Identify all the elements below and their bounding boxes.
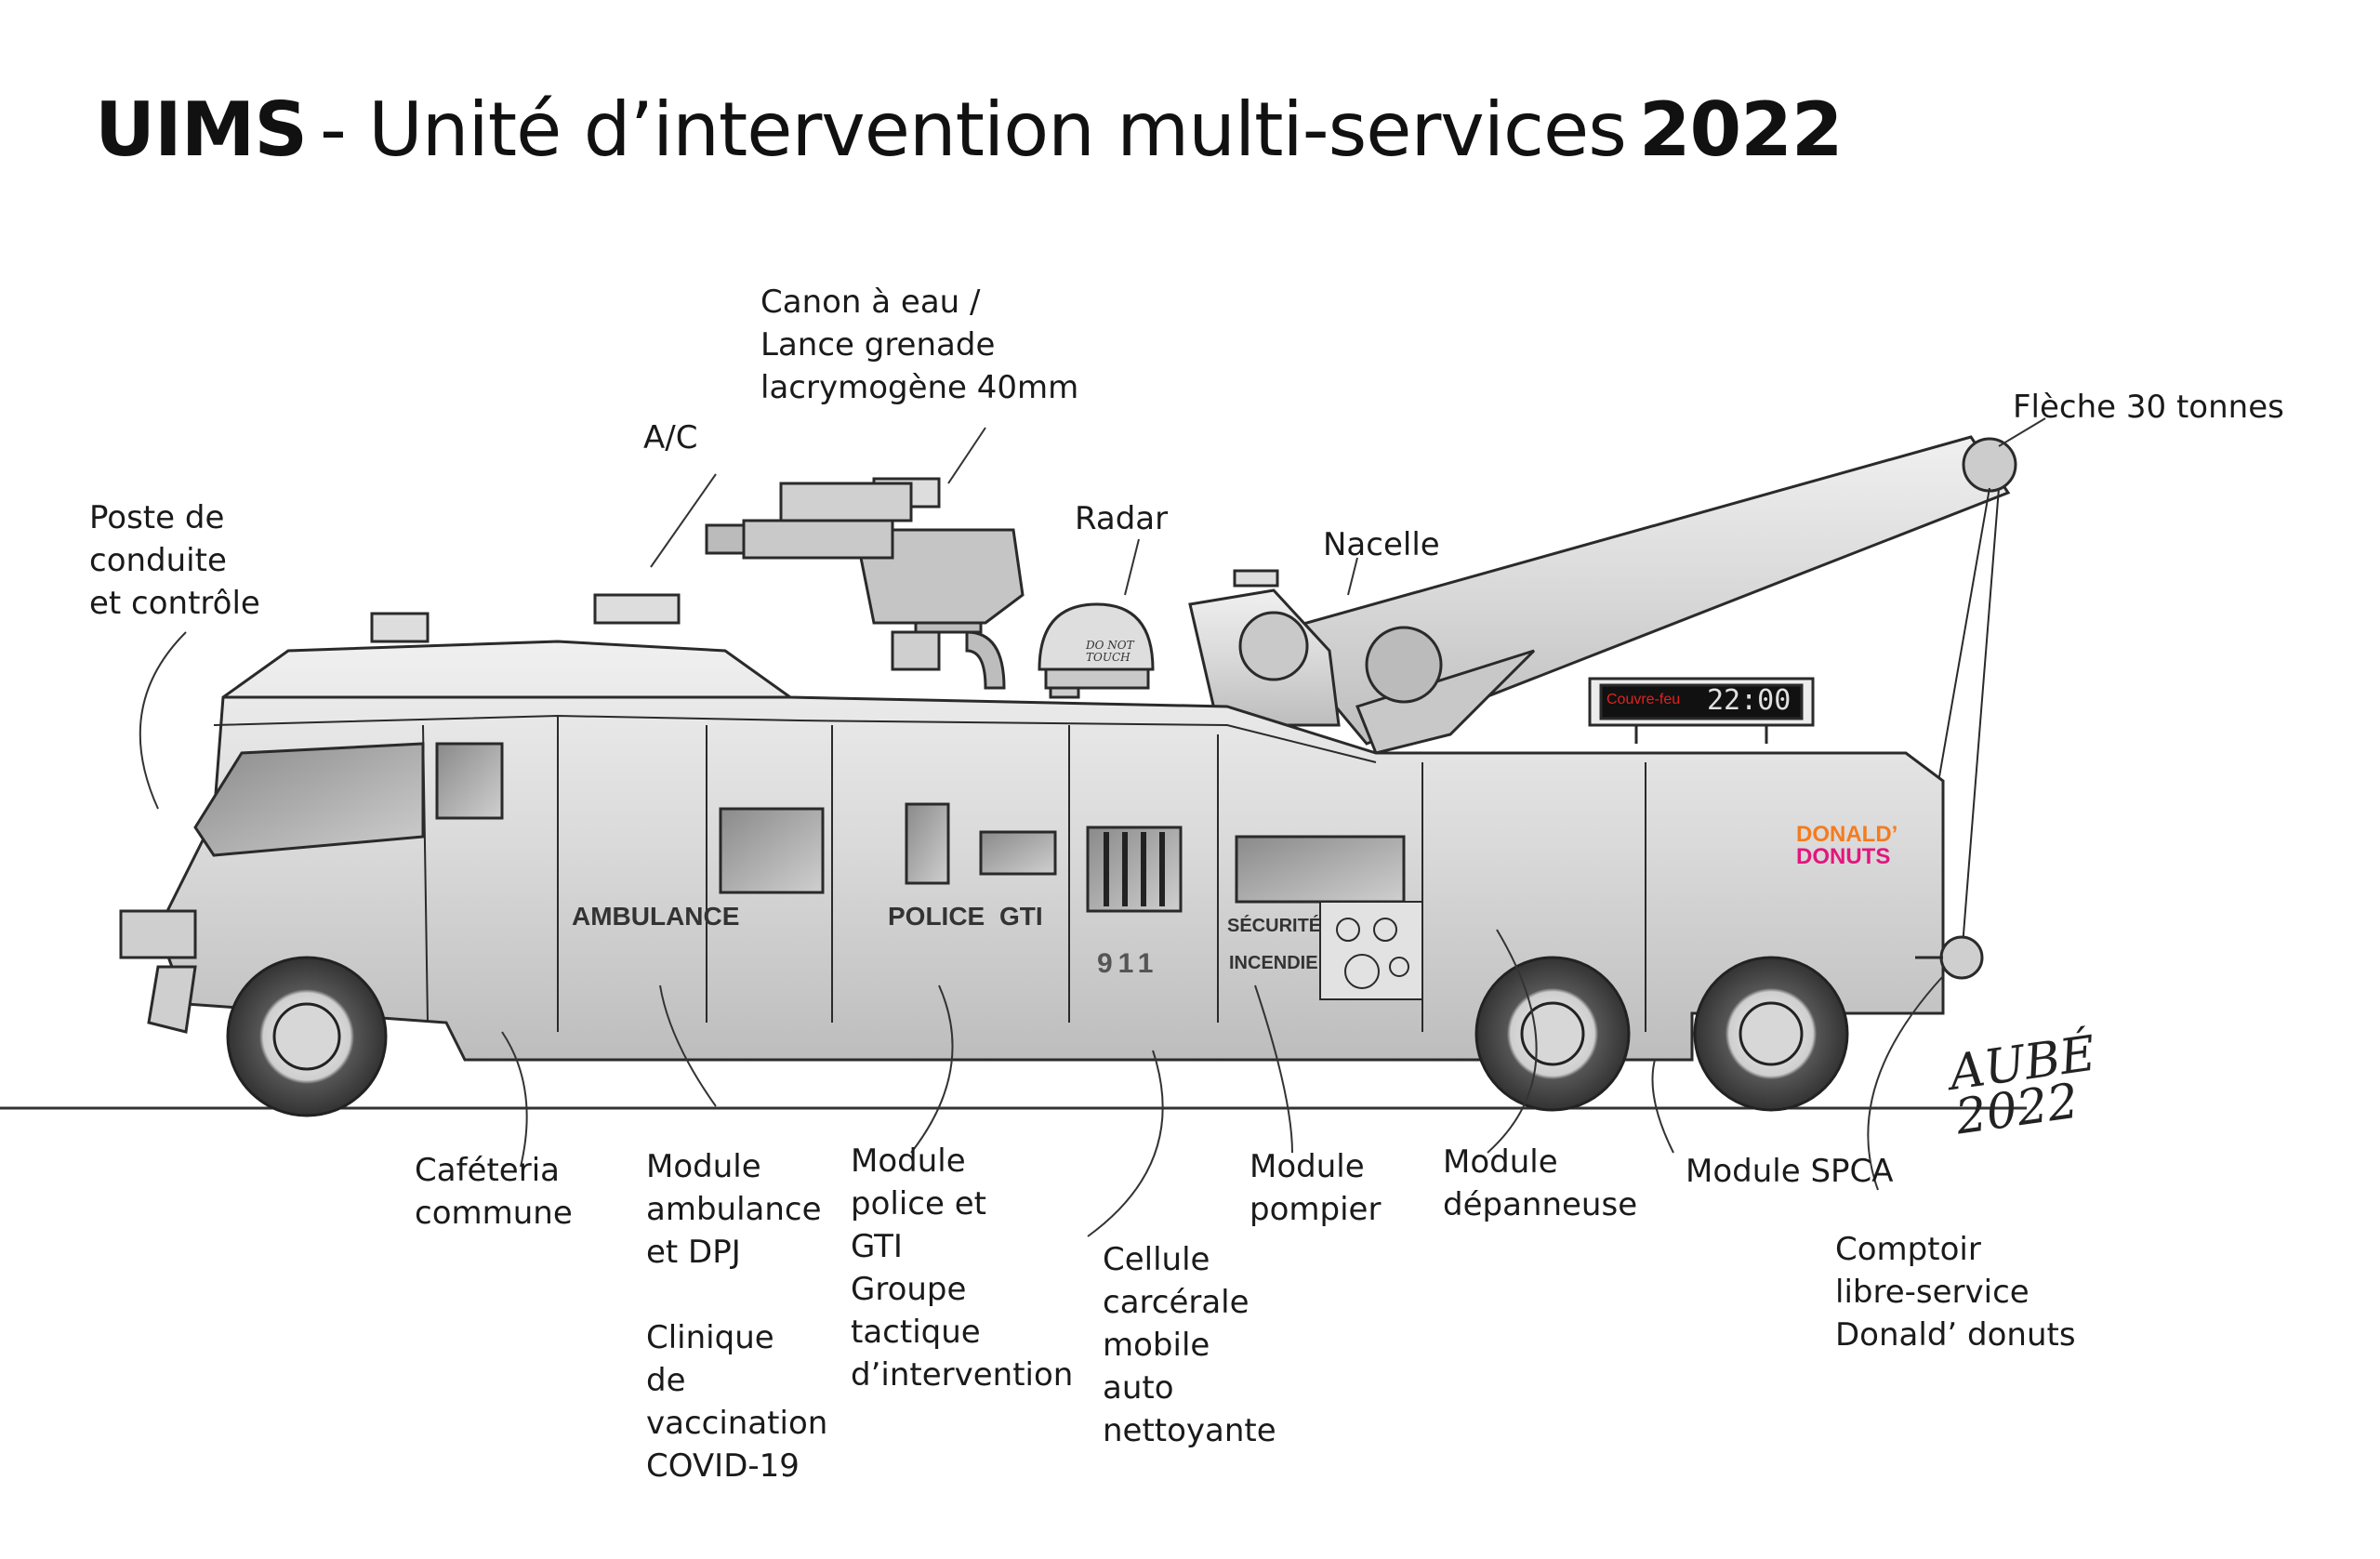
label-radar: Radar: [1075, 500, 1169, 537]
donald-logo-line1: DONALD’: [1796, 822, 1898, 847]
side-windows: [719, 802, 1406, 913]
curfew-sign: [1588, 677, 1815, 744]
label-fleche: Flèche 30 tonnes: [2013, 389, 2284, 426]
radar-tag: DO NOT TOUCH: [1086, 639, 1134, 664]
title-acronym: UIMS: [95, 86, 308, 173]
title-year: 2022: [1638, 86, 1844, 173]
label-poste-conduite: Poste de conduite et contrôle: [89, 499, 260, 622]
truck-label-incendie: INCENDIE: [1229, 953, 1318, 973]
crane-boom: [1271, 435, 2017, 958]
cab-windows: [193, 742, 504, 857]
wheels: [226, 956, 1849, 1117]
donald-logo-line2: DONUTS: [1796, 844, 1891, 869]
label-comptoir: Comptoir libre-service Donald’ donuts: [1835, 1231, 2076, 1354]
curfew-label: Couvre-feu: [1606, 692, 1681, 707]
cell-bars: [1104, 832, 1165, 906]
truck-label-securite: SÉCURITÉ: [1227, 916, 1322, 936]
front-grille: [119, 909, 197, 1034]
leader-lines: [139, 417, 2046, 1237]
curfew-clock: 22:00: [1707, 684, 1792, 717]
truck-label-police: POLICE: [888, 902, 985, 931]
title-text: - Unité d’intervention multi-services: [319, 86, 1627, 173]
label-canon: Canon à eau / Lance grenade lacrymogène …: [760, 284, 1079, 406]
label-ac: A/C: [643, 419, 698, 456]
page-title: UIMS- Unité d’intervention multi-service…: [95, 93, 1844, 167]
truck-label-ambulance: AMBULANCE: [572, 902, 740, 931]
radar-dome: [1038, 602, 1155, 690]
label-nacelle: Nacelle: [1323, 526, 1440, 563]
truck-label-gti: GTI: [999, 902, 1043, 931]
label-pompier: Module pompier: [1250, 1148, 1382, 1228]
label-police: Module police et GTI Groupe tactique d’i…: [851, 1143, 1074, 1394]
tow-hitch: [1915, 935, 1984, 980]
artist-signature: AUBÉ 2022: [1946, 1025, 2099, 1146]
label-ambulance: Module ambulance et DPJ Clinique de vacc…: [646, 1148, 828, 1485]
truck-label-911: 911: [1097, 948, 1159, 979]
label-spca: Module SPCA: [1686, 1153, 1894, 1190]
water-cannon: [705, 477, 1025, 690]
label-cafeteria: Caféteria commune: [415, 1152, 573, 1232]
label-cellule: Cellule carcérale mobile auto nettoyante: [1103, 1241, 1276, 1449]
nacelle: [1188, 569, 1341, 727]
label-depanneuse: Module dépanneuse: [1443, 1143, 1638, 1223]
pompier-panel: [1319, 901, 1423, 1000]
